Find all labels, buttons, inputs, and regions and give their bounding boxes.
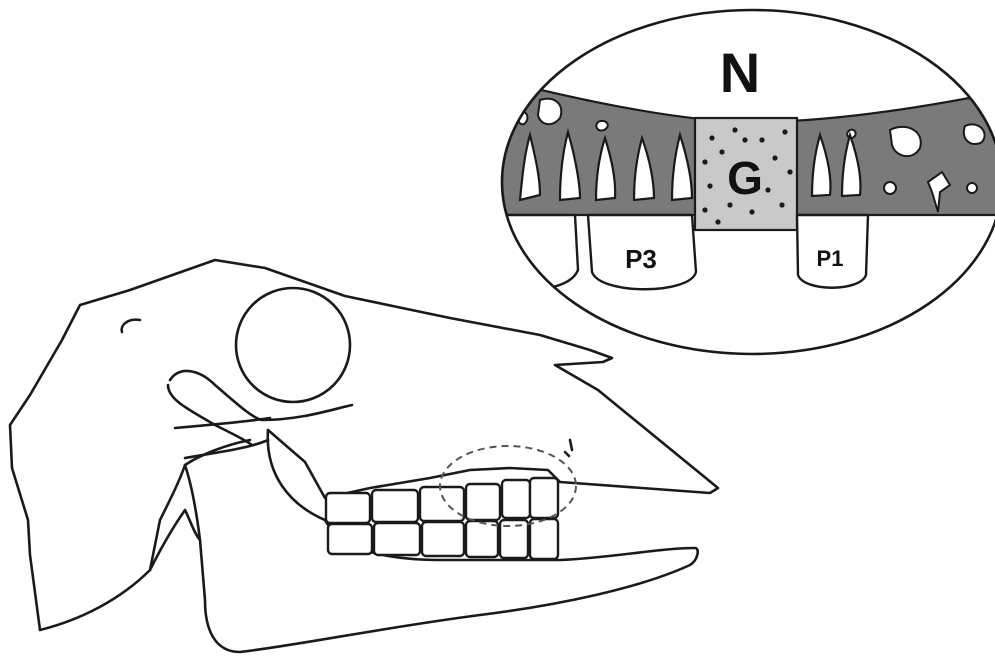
- premaxilla-tick: [570, 440, 572, 450]
- skull-jaw-detail: [150, 510, 200, 570]
- zygomatic-arch-line: [175, 418, 270, 428]
- zygomatic-arch-line-2: [185, 440, 268, 458]
- lower-tooth-row: [328, 519, 558, 559]
- label-gap: G: [727, 152, 763, 204]
- label-nasal: N: [720, 41, 760, 104]
- magnified-inset: N G P3 P1: [500, 0, 995, 360]
- zygomatic-arch: [170, 371, 352, 420]
- label-premolar-3: P3: [625, 244, 657, 274]
- incisor-tick: [565, 452, 569, 456]
- skull-occipital-detail: [40, 440, 250, 630]
- label-premolar-1: P1: [817, 246, 844, 271]
- ear-mark: [122, 320, 140, 332]
- eye-orbit: [236, 288, 350, 402]
- zygomatic-arch-lower: [168, 385, 252, 445]
- upper-tooth-row: [326, 478, 558, 523]
